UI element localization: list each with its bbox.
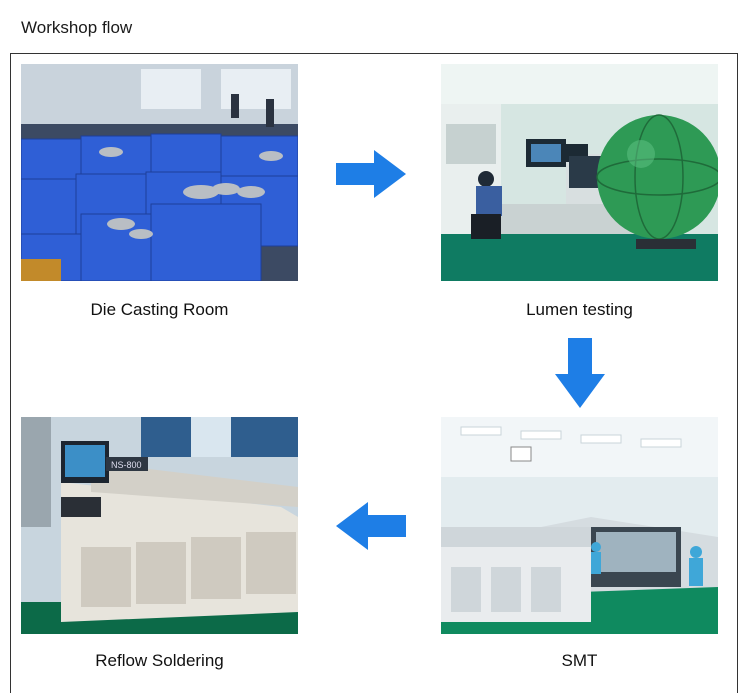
- reflow-soldering-photo: NS-800: [21, 417, 298, 634]
- arrow-right-icon: [336, 150, 406, 198]
- arrow-down-icon: [555, 338, 605, 408]
- step-caption-die-casting: Die Casting Room: [90, 300, 229, 319]
- page-title: Workshop flow: [21, 18, 133, 37]
- machine-label: NS-800: [111, 460, 142, 470]
- workshop-flow-frame: [10, 53, 738, 693]
- step-caption-smt: SMT: [561, 651, 598, 670]
- smt-line-photo: [441, 417, 718, 634]
- lumen-testing-photo: [441, 64, 718, 281]
- step-caption-reflow-soldering: Reflow Soldering: [95, 651, 224, 670]
- die-casting-room-photo: [21, 64, 298, 281]
- step-caption-lumen-testing: Lumen testing: [526, 300, 633, 319]
- arrow-left-icon: [336, 502, 406, 550]
